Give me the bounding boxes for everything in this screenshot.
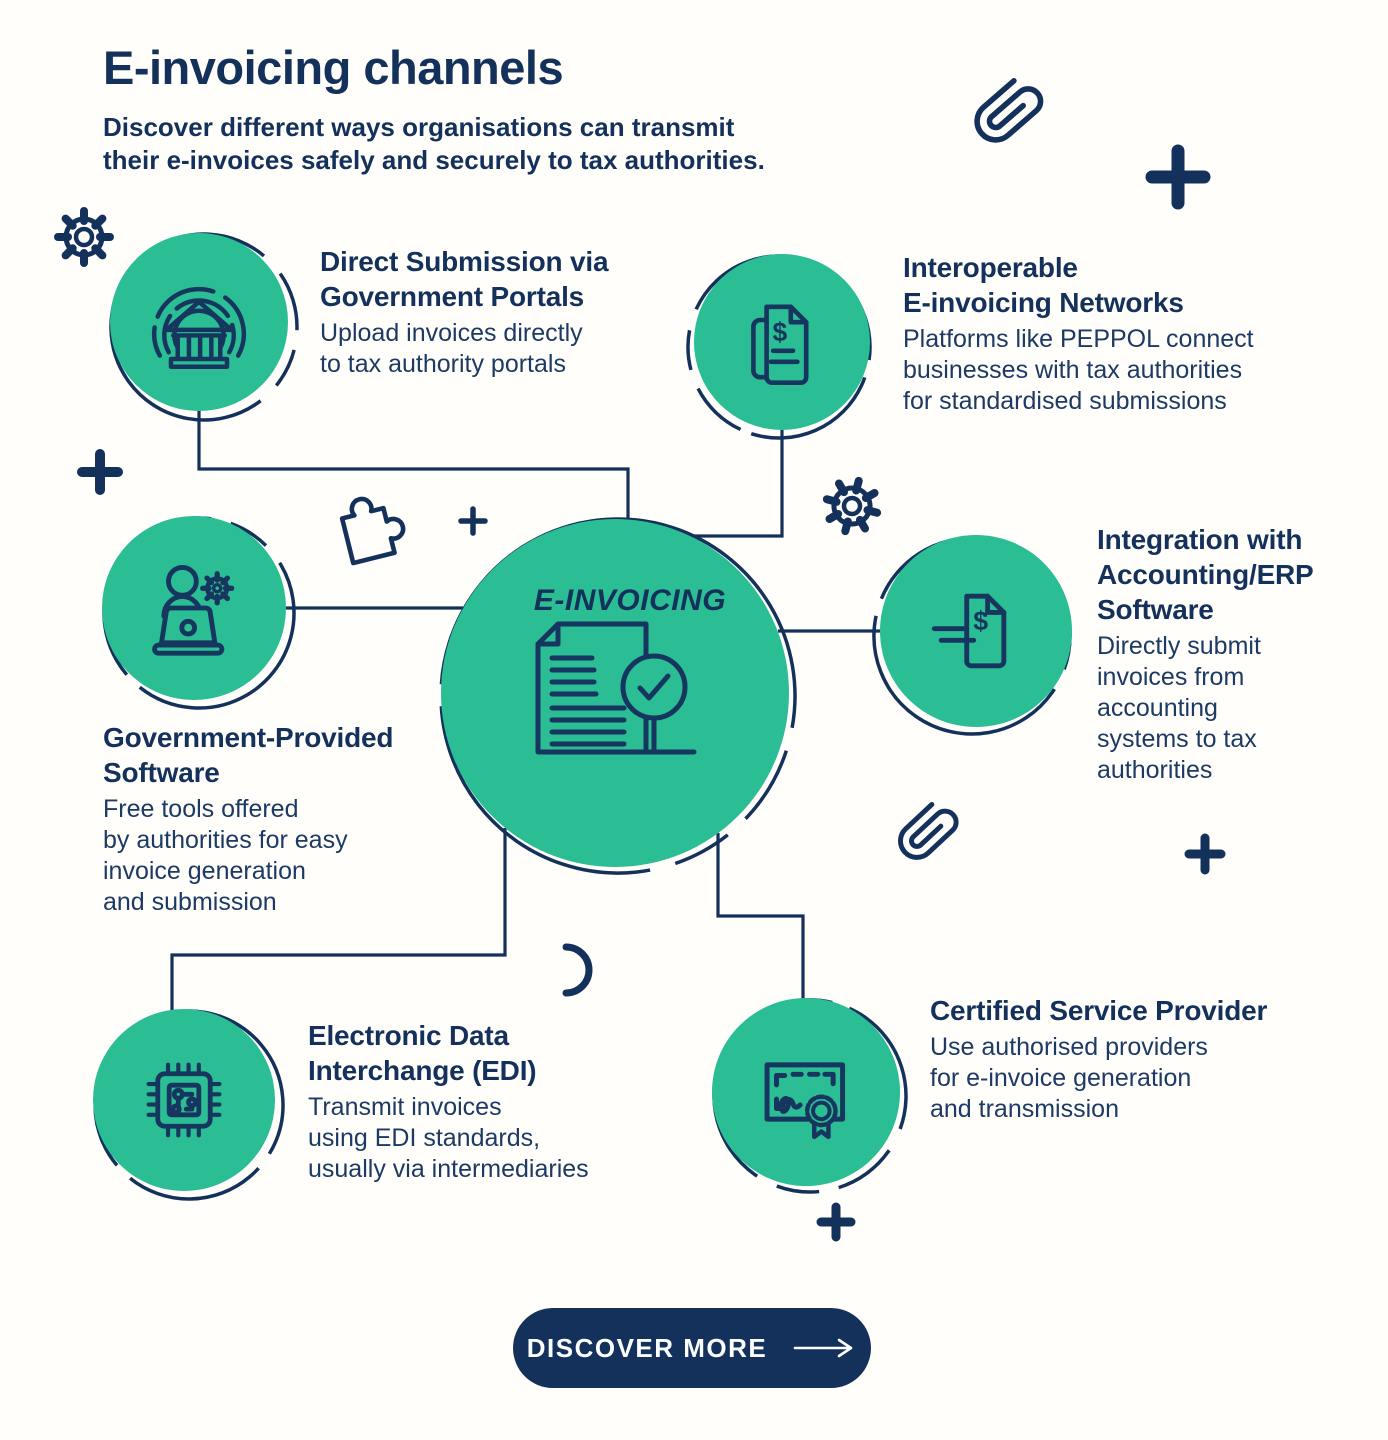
node-title: Direct Submission via Government Portals [320, 246, 609, 312]
paperclip-icon [974, 78, 1044, 143]
svg-text:$: $ [772, 317, 787, 347]
node-accounting-erp: Integration with Accounting/ERP Software… [1097, 522, 1314, 786]
plus-icon [77, 144, 1226, 1242]
connector-lines [170, 411, 880, 1010]
node-circle-accounting-erp: $ [880, 535, 1072, 727]
person-laptop-gear-icon [152, 564, 235, 656]
invoice-send-icon: $ [931, 593, 1007, 669]
node-title: Government-Provided Software [103, 722, 394, 788]
node-circle-government-portals [110, 233, 288, 411]
node-description: Free tools offered by authorities for ea… [103, 795, 348, 916]
node-circle-government-software [102, 516, 286, 700]
node-circle-edi [93, 1009, 275, 1191]
node-government-software: Government-Provided Software Free tools … [103, 720, 393, 918]
invoice-documents-icon: $ [751, 304, 809, 386]
node-description: Use authorised providers for e-invoice g… [930, 1033, 1208, 1123]
paperclip-icon [898, 801, 959, 860]
node-government-portals: Direct Submission via Government Portals… [320, 244, 609, 380]
page-title: E-invoicing channels [103, 41, 564, 94]
arc-icon [562, 943, 593, 997]
discover-more-button[interactable]: DISCOVER MORE [513, 1308, 871, 1388]
node-title: Interoperable E-invoicing Networks [903, 252, 1184, 318]
gear-icon [54, 207, 114, 267]
bank-broadcast-icon [151, 286, 247, 370]
node-edi: Electronic Data Interchange (EDI) Transm… [308, 1018, 589, 1185]
invoice-check-icon [535, 621, 697, 755]
node-description: Platforms like PEPPOL connect businesses… [903, 325, 1254, 415]
center-circle-e-invoicing [441, 519, 789, 867]
page-subtitle: Discover different ways organisations ca… [103, 112, 765, 175]
svg-text:$: $ [973, 606, 988, 636]
center-label: E-INVOICING [533, 584, 727, 617]
node-title: Integration with Accounting/ERP Software [1097, 524, 1314, 625]
node-description: Directly submit invoices from accounting… [1097, 632, 1261, 784]
certificate-icon [764, 1062, 846, 1140]
node-title: Certified Service Provider [930, 995, 1268, 1026]
microchip-icon [146, 1062, 222, 1138]
node-certified-provider: Certified Service Provider Use authorise… [930, 993, 1267, 1125]
gear-icon [822, 476, 882, 536]
arrow-right-icon [793, 1338, 853, 1358]
node-circle-interoperable-networks: $ [694, 254, 870, 430]
discover-more-label: DISCOVER MORE [526, 1332, 768, 1363]
node-description: Transmit invoices using EDI standards, u… [308, 1093, 589, 1183]
node-interoperable-networks: Interoperable E-invoicing Networks Platf… [903, 250, 1254, 417]
node-title: Electronic Data Interchange (EDI) [308, 1020, 537, 1086]
node-circle-certified-provider [712, 998, 900, 1186]
puzzle-piece-icon [339, 496, 406, 566]
node-description: Upload invoices directly to tax authorit… [320, 319, 583, 378]
